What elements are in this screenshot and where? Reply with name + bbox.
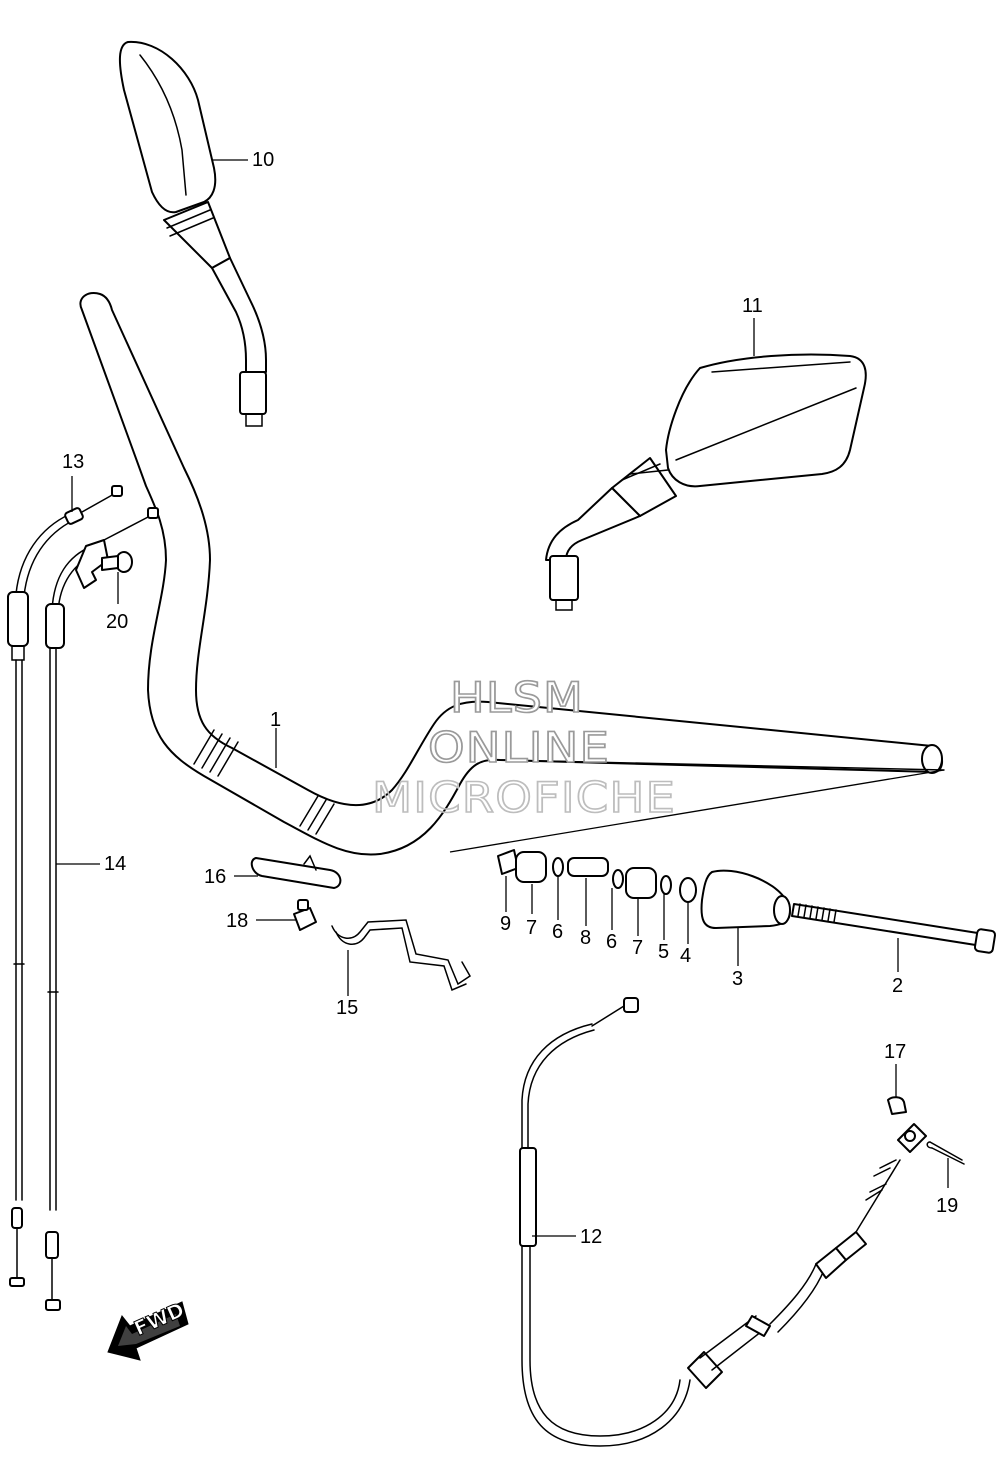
callout-14: 14 (104, 853, 126, 875)
mirror-right[interactable] (545, 353, 867, 611)
callout-7b: 7 (632, 937, 643, 959)
callout-9: 9 (500, 913, 511, 935)
wire-guide[interactable] (331, 919, 471, 992)
weight-7a (515, 851, 547, 883)
washer-4 (679, 877, 697, 903)
washer-6a (552, 857, 564, 877)
watermark: HLSM ONLINE MICROFICHE (371, 672, 676, 823)
callout-8: 8 (580, 927, 591, 949)
callout-15: 15 (336, 997, 358, 1019)
callout-3: 3 (732, 968, 743, 990)
screw[interactable] (101, 551, 133, 573)
bolt[interactable] (791, 903, 997, 954)
callout-13: 13 (62, 451, 84, 473)
callout-20: 20 (106, 611, 128, 633)
callout-2: 2 (892, 975, 903, 997)
watermark-line2: ONLINE (428, 723, 610, 772)
washer-6b (612, 869, 624, 889)
callout-17: 17 (884, 1041, 906, 1063)
handlebar[interactable] (79, 292, 945, 856)
callout-labels: 1 2 3 4 5 6 6 7 7 8 9 10 11 12 13 14 15 … (62, 149, 958, 1248)
callout-7a: 7 (526, 917, 537, 939)
callout-4: 4 (680, 945, 691, 967)
callout-19: 19 (936, 1195, 958, 1217)
bolt-small[interactable] (293, 899, 317, 931)
watermark-line1: HLSM (450, 673, 584, 722)
callout-18: 18 (226, 910, 248, 932)
callout-5: 5 (658, 941, 669, 963)
weight-7b (625, 867, 657, 899)
callout-10: 10 (252, 149, 274, 171)
collar-8 (567, 857, 609, 877)
callout-6b: 6 (606, 931, 617, 953)
callout-6a: 6 (552, 921, 563, 943)
callout-11: 11 (742, 295, 763, 317)
bar-end-weight[interactable] (700, 869, 791, 929)
clamp[interactable] (250, 854, 342, 889)
mirror-left[interactable] (118, 40, 267, 427)
leader-lines (56, 159, 949, 1237)
throttle-cables[interactable] (7, 485, 159, 1311)
cotter-pin[interactable] (926, 1141, 965, 1165)
bar-end-parts[interactable] (497, 849, 697, 903)
fwd-arrow-icon: FWD (107, 1297, 189, 1361)
watermark-line3: MICROFICHE (372, 773, 676, 822)
callout-12: 12 (580, 1226, 602, 1248)
callout-16: 16 (204, 866, 226, 888)
callout-1: 1 (270, 709, 281, 731)
clutch-cable[interactable] (519, 997, 927, 1447)
washer-5 (660, 875, 672, 895)
pin[interactable] (887, 1096, 907, 1115)
